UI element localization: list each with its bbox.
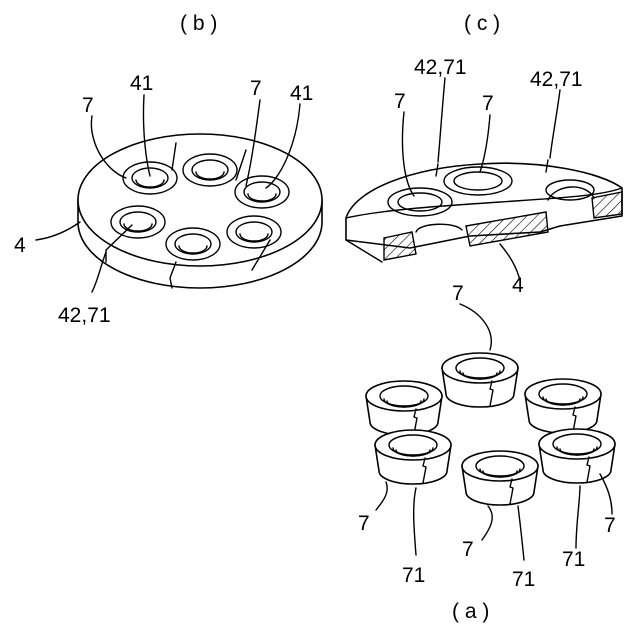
label-a-7-midleft: 7 — [462, 538, 474, 561]
figure-a-rings — [366, 353, 615, 505]
caption-a: ( a ) — [452, 600, 489, 623]
label-a-7-top: 7 — [452, 282, 464, 305]
label-a-71-right: 71 — [562, 548, 585, 571]
label-b-41-left: 41 — [130, 72, 153, 95]
figure-c-section — [346, 160, 622, 262]
label-c-7-mid: 7 — [482, 92, 494, 115]
figure-b-disc — [78, 134, 322, 288]
label-b-41-right: 41 — [290, 82, 313, 105]
label-b-7-left: 7 — [82, 94, 94, 117]
label-a-71-mid: 71 — [512, 568, 535, 591]
label-b-42-71: 42,71 — [58, 304, 111, 327]
label-c-42-71-left: 42,71 — [414, 56, 467, 79]
label-c-4: 4 — [512, 274, 524, 297]
label-a-7-right: 7 — [604, 514, 616, 537]
label-b-4: 4 — [14, 234, 26, 257]
caption-c: ( c ) — [464, 12, 500, 35]
label-a-7-left: 7 — [358, 512, 370, 535]
label-b-7-right: 7 — [250, 77, 262, 100]
label-c-42-71-right: 42,71 — [530, 68, 583, 91]
label-c-7-left: 7 — [394, 90, 406, 113]
caption-b: ( b ) — [180, 12, 217, 35]
label-a-71-left: 71 — [402, 564, 425, 587]
